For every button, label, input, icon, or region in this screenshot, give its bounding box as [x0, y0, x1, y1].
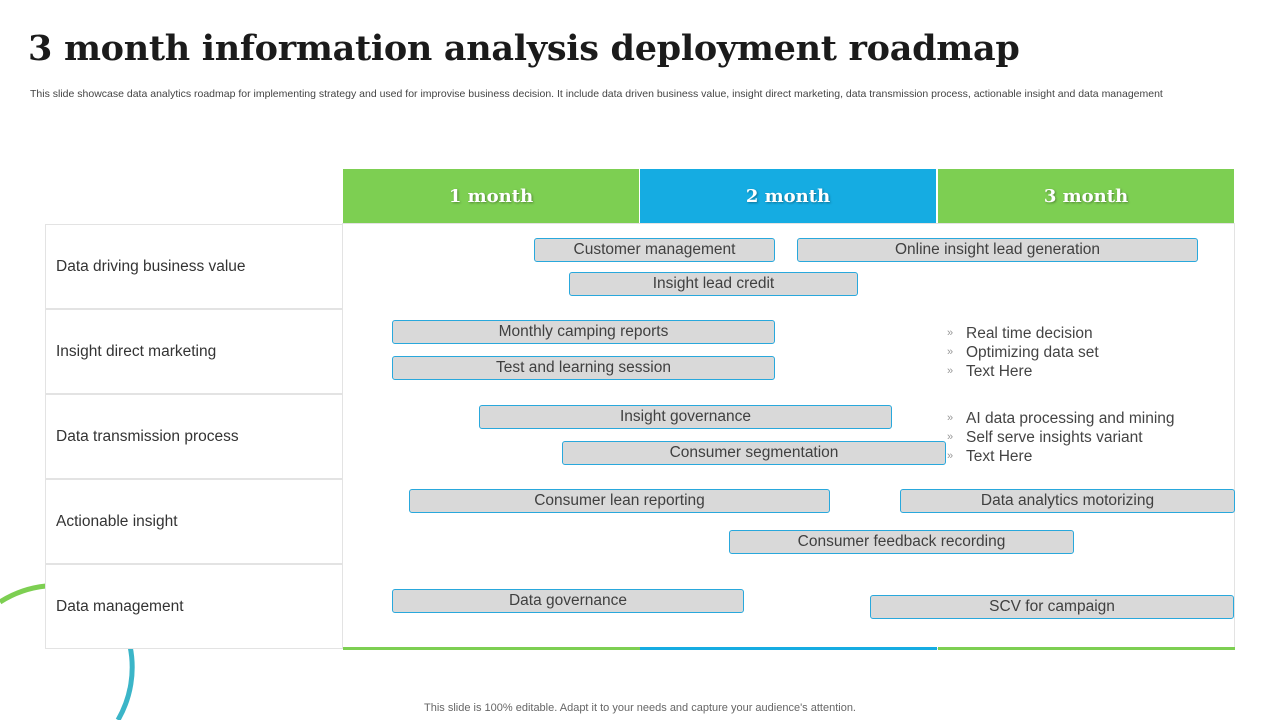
bullet-marker-icon: » — [947, 431, 954, 443]
row-label-actionable-insight: Actionable insight — [45, 479, 343, 564]
bullet-list-transmission: »AI data processing and mining »Self ser… — [947, 409, 1175, 466]
footer-note: This slide is 100% editable. Adapt it to… — [424, 702, 856, 714]
row-label-data-management: Data management — [45, 564, 343, 649]
page-title: 3 month information analysis deployment … — [28, 28, 1020, 69]
bullet-item: »Self serve insights variant — [947, 429, 1143, 446]
header-month-1: 1 month — [343, 169, 639, 223]
bullet-item: »Text Here — [947, 363, 1033, 380]
row-label-direct-marketing: Insight direct marketing — [45, 309, 343, 394]
task-bar: Monthly camping reports — [392, 320, 775, 344]
bullet-marker-icon: » — [947, 412, 954, 424]
decorative-arc — [0, 583, 135, 720]
bullet-item: »Optimizing data set — [947, 344, 1099, 361]
bottom-strip-month-3 — [938, 647, 1235, 650]
task-bar: Insight governance — [479, 405, 892, 429]
page-subtitle: This slide showcase data analytics roadm… — [30, 88, 1163, 100]
task-bar: Data analytics motorizing — [900, 489, 1235, 513]
task-bar: Insight lead credit — [569, 272, 858, 296]
bullet-item: »Text Here — [947, 448, 1033, 465]
bullet-marker-icon: » — [947, 346, 954, 358]
bullet-item: »AI data processing and mining — [947, 410, 1175, 427]
task-bar: Customer management — [534, 238, 775, 262]
header-month-2: 2 month — [640, 169, 936, 223]
task-bar: Online insight lead generation — [797, 238, 1198, 262]
task-bar: SCV for campaign — [870, 595, 1234, 619]
task-bar: Consumer feedback recording — [729, 530, 1074, 554]
header-divider — [639, 169, 640, 223]
task-bar: Consumer segmentation — [562, 441, 946, 465]
task-bar: Consumer lean reporting — [409, 489, 830, 513]
bullet-marker-icon: » — [947, 327, 954, 339]
bullet-item: »Real time decision — [947, 325, 1093, 342]
bullet-list-marketing: »Real time decision »Optimizing data set… — [947, 324, 1099, 381]
row-label-transmission-process: Data transmission process — [45, 394, 343, 479]
bullet-marker-icon: » — [947, 450, 954, 462]
task-bar: Test and learning session — [392, 356, 775, 380]
header-divider — [937, 169, 938, 223]
bottom-strip-month-1 — [343, 647, 640, 650]
row-label-business-value: Data driving business value — [45, 224, 343, 309]
header-month-3: 3 month — [938, 169, 1234, 223]
bottom-strip-month-2 — [640, 647, 937, 650]
task-bar: Data governance — [392, 589, 744, 613]
bullet-marker-icon: » — [947, 365, 954, 377]
